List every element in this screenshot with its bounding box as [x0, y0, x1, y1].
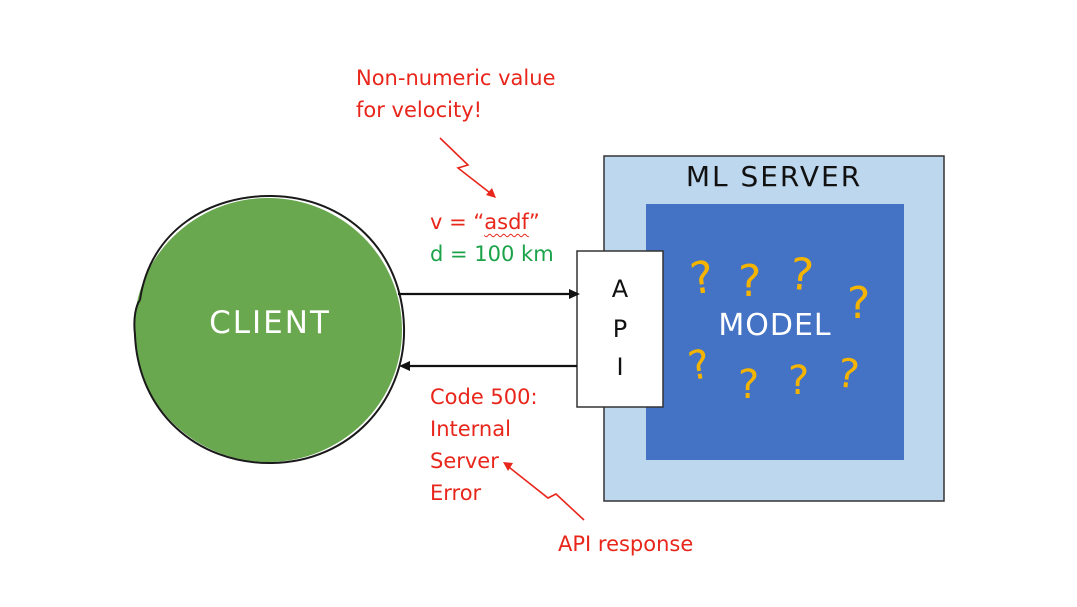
ml-server-title: ML SERVER	[685, 160, 863, 193]
velocity-value: asdf	[484, 210, 529, 234]
svg-text:?: ?	[738, 362, 759, 408]
svg-text:?: ?	[738, 256, 761, 307]
client-circle	[134, 198, 402, 462]
request-note: Non-numeric value for velocity!	[356, 62, 556, 126]
request-payload: v = “asdf” d = 100 km	[430, 206, 554, 270]
svg-text:?: ?	[847, 278, 870, 329]
response-line2: Internal	[430, 417, 511, 441]
velocity-suffix: ”	[528, 210, 540, 234]
api-box	[576, 250, 664, 408]
zigzag-arrow-icon	[503, 462, 585, 521]
client-node	[133, 194, 406, 465]
request-note-line1: Non-numeric value	[356, 66, 556, 90]
client-circle-outline	[133, 194, 406, 465]
svg-text:?: ?	[788, 358, 809, 404]
response-text: Code 500: Internal Server Error	[430, 381, 538, 509]
client-label: CLIENT	[209, 305, 331, 341]
response-line4: Error	[430, 481, 482, 505]
svg-text:?: ?	[787, 249, 816, 302]
api-letter-p: P	[612, 315, 628, 343]
velocity-prefix: v = “	[430, 210, 485, 234]
response-note: API response	[558, 532, 694, 556]
response-arrow	[399, 361, 577, 371]
model-label: MODEL	[718, 308, 832, 343]
response-line3: Server	[430, 449, 499, 473]
api-letter-i: I	[616, 353, 624, 381]
response-line1: Code 500:	[430, 385, 538, 409]
request-arrow	[398, 289, 580, 299]
distance-line: d = 100 km	[430, 242, 554, 266]
model-box	[646, 204, 904, 460]
api-letter-a: A	[611, 275, 629, 303]
request-note-line2: for velocity!	[356, 98, 483, 122]
velocity-line: v = “asdf”	[430, 206, 554, 238]
zigzag-arrow-icon	[439, 137, 496, 198]
